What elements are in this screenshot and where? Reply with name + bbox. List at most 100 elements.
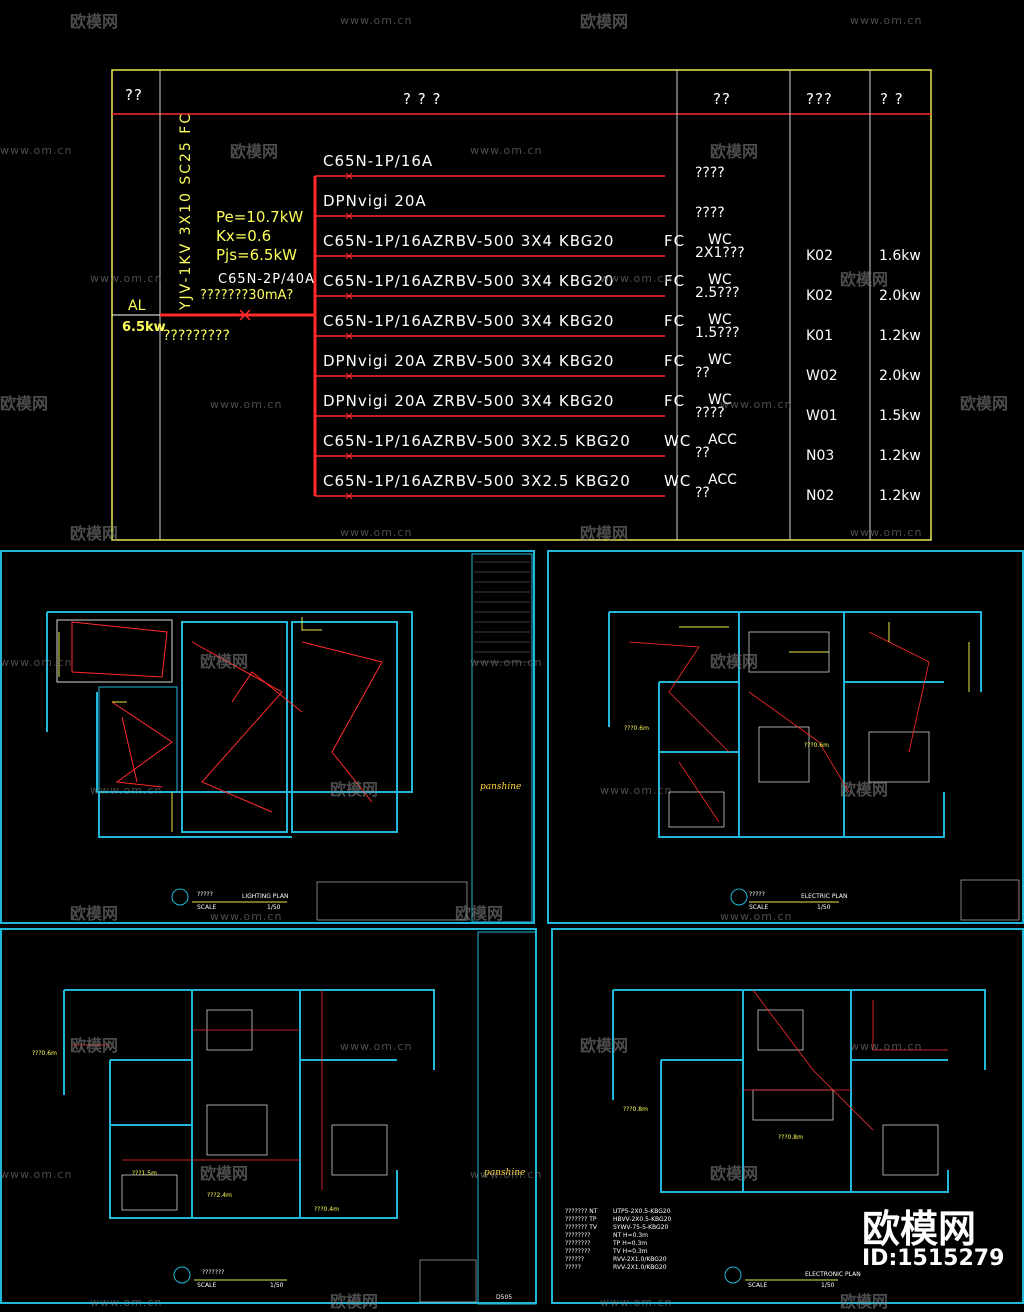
main-rcd: ???????30mA? <box>200 288 294 303</box>
annotation-h1: ???0.6m <box>624 725 649 732</box>
electric-plan-subtitle: ELECTRIC PLAN <box>801 893 848 900</box>
circuit-number: N02 <box>806 488 835 504</box>
socket-plan-scale: SCALE <box>197 1282 217 1289</box>
circuit-power: 2.0kw <box>879 368 921 384</box>
circuit-use: ?? <box>695 445 710 461</box>
circuit-cable: ZRBV-500 3X4 KBG20 <box>433 392 615 410</box>
sheet-electric-plan: ????? ELECTRIC PLAN SCALE 1/50 ???0.6m ?… <box>547 550 1024 924</box>
socket-plan-drawing <box>63 931 537 1305</box>
sheet-electronic-plan: ELECTRONIC PLAN SCALE 1/50 ???0.8m ???0.… <box>551 928 1024 1304</box>
legend-symbol: ???????? <box>565 1248 591 1255</box>
circuit-use: ?? <box>695 365 710 381</box>
circuit-cable: ZRBV-500 3X4 KBG20 <box>433 232 615 250</box>
circuit-number: W01 <box>806 408 838 424</box>
main-breaker: C65N-2P/40A <box>218 272 315 287</box>
breaker-symbol <box>345 252 353 260</box>
circuit-power: 1.5kw <box>879 408 921 424</box>
circuit-breaker: DPNvigi 20A <box>323 192 427 210</box>
circuit-method: WC <box>664 472 692 490</box>
circuit-use: ?? <box>695 485 710 501</box>
electric-plan-title: ????? <box>749 891 765 898</box>
circuit-power: 1.2kw <box>879 328 921 344</box>
circuit-cable: ZRBV-500 3X4 KBG20 <box>433 312 615 330</box>
header-col5: ? ? <box>880 90 904 108</box>
circuit-use: 2X1??? <box>695 245 745 261</box>
circuit-method: FC <box>664 392 686 410</box>
panel-note: ????????? <box>163 328 230 344</box>
header-col4: ??? <box>806 90 833 108</box>
legend-desc: TP H=0.3m <box>613 1240 648 1247</box>
circuit-breaker: DPNvigi 20A <box>323 392 427 410</box>
breaker-symbol <box>345 172 353 180</box>
circuit-breaker: C65N-1P/16A <box>323 472 434 490</box>
electric-plan-drawing <box>608 611 1020 921</box>
load-kx: Kx=0.6 <box>216 227 272 245</box>
circuit-laying: ACC <box>708 432 737 448</box>
electronic-plan-ratio: 1/50 <box>821 1282 835 1289</box>
header-col2: ? ? ? <box>403 90 442 108</box>
sheet-lighting-plan: ????? LIGHTING PLAN SCALE 1/50 panshine <box>0 550 535 924</box>
title-block-brand-2: panshine <box>484 1168 526 1178</box>
annotation-h9: ???0.8m <box>778 1134 803 1141</box>
circuit-laying: ACC <box>708 472 737 488</box>
circuit-use: ???? <box>695 165 725 181</box>
circuit-method: FC <box>664 312 686 330</box>
legend-desc: RVV-2X1.0/KBG20 <box>613 1256 667 1263</box>
legend-symbol: ??????? NT <box>565 1208 598 1215</box>
circuit-breaker: C65N-1P/16A <box>323 312 434 330</box>
breaker-symbol <box>345 372 353 380</box>
electronic-plan-drawing <box>612 989 986 1284</box>
circuit-method: FC <box>664 272 686 290</box>
circuit-laying: WC <box>708 232 732 248</box>
lighting-plan-drawing <box>46 553 533 923</box>
site-stamp-id: ID:1515279 <box>862 1246 1005 1271</box>
legend-desc: NT H=0.3m <box>613 1232 648 1239</box>
annotation-h3: ???0.6m <box>32 1050 57 1057</box>
socket-plan-ratio: 1/50 <box>270 1282 284 1289</box>
legend-symbol: ????? <box>565 1264 581 1271</box>
breaker-symbol <box>345 292 353 300</box>
circuit-laying: WC <box>708 392 732 408</box>
legend-symbol: ?????? <box>565 1256 585 1263</box>
sheet-socket-plan: ??????? SCALE 1/50 ???0.6m ???1.5m ???2.… <box>0 928 537 1305</box>
circuit-method: WC <box>664 432 692 450</box>
panel-power: 6.5kw <box>122 320 166 335</box>
breaker-symbol <box>345 212 353 220</box>
circuit-breaker: C65N-1P/16A <box>323 152 434 170</box>
header-col3: ?? <box>713 90 731 108</box>
circuit-method: FC <box>664 232 686 250</box>
circuit-laying: WC <box>708 312 732 328</box>
circuit-number: K01 <box>806 328 833 344</box>
header-col1: ?? <box>125 86 143 104</box>
circuit-number: N03 <box>806 448 835 464</box>
electric-plan-ratio: 1/50 <box>817 904 831 911</box>
lighting-plan-subtitle: LIGHTING PLAN <box>242 893 289 900</box>
socket-plan-title: ??????? <box>202 1269 225 1276</box>
legend-desc: HBVV-2X0.5-KBG20 <box>613 1216 672 1223</box>
circuit-cable: ZRBV-500 3X2.5 KBG20 <box>433 472 631 490</box>
site-stamp-name: 欧模网 <box>862 1207 977 1251</box>
circuit-method: FC <box>664 352 686 370</box>
lighting-plan-title: ????? <box>197 891 213 898</box>
circuit-use: 2.5??? <box>695 285 740 301</box>
circuit-breaker: C65N-1P/16A <box>323 232 434 250</box>
legend-desc: RVV-2X1.0/KBG20 <box>613 1264 667 1271</box>
breaker-symbol <box>345 492 353 500</box>
circuit-laying: WC <box>708 272 732 288</box>
load-pe: Pe=10.7kW <box>216 208 304 226</box>
branch-circuits <box>315 172 665 500</box>
circuit-power: 1.2kw <box>879 448 921 464</box>
panel-name: AL <box>128 298 146 314</box>
breaker-symbol <box>345 332 353 340</box>
legend-desc: TV H=0.3m <box>613 1248 648 1255</box>
circuit-number: K02 <box>806 248 833 264</box>
annotation-h7: ???0.4m <box>314 1206 339 1213</box>
circuit-number: W02 <box>806 368 838 384</box>
load-pjs: Pjs=6.5kW <box>216 246 297 264</box>
legend-desc: UTP5-2X0.5-KBG20 <box>613 1208 671 1215</box>
circuit-breaker: DPNvigi 20A <box>323 352 427 370</box>
legend-symbol: ???????? <box>565 1240 591 1247</box>
circuit-power: 2.0kw <box>879 288 921 304</box>
electric-plan-scale: SCALE <box>749 904 769 911</box>
circuit-power: 1.6kw <box>879 248 921 264</box>
